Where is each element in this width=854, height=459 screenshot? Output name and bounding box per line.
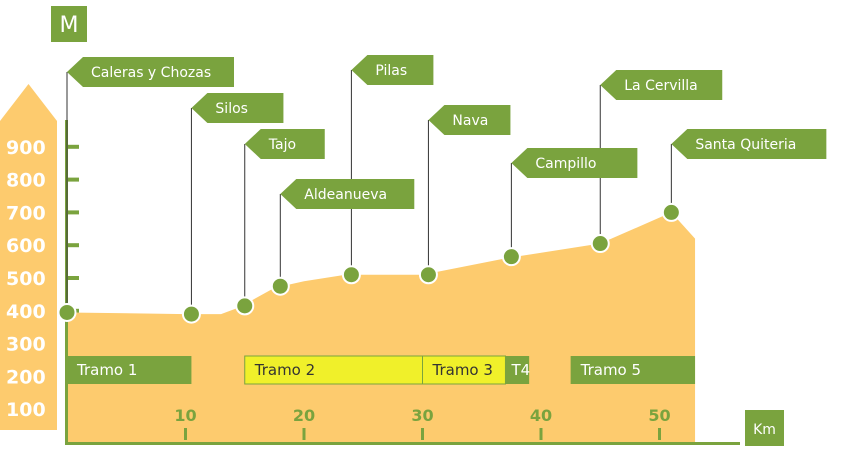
y-tick-label-500: 500 [6, 268, 46, 290]
location-callout-7 [511, 148, 638, 178]
y-unit-box: M [51, 6, 87, 42]
segment-bar-2 [244, 355, 423, 385]
y-axis-arrow [0, 84, 57, 430]
location-callout-3 [244, 129, 325, 159]
segment-label-3: Tramo 3 [432, 361, 493, 379]
location-label-8: La Cervilla [624, 78, 698, 94]
y-unit-label: M [60, 13, 79, 38]
location-point-9 [661, 202, 681, 222]
y-unit-box-bg [51, 6, 87, 42]
x-tick-label-30: 30 [411, 406, 433, 425]
y-tick-label-700: 700 [6, 202, 46, 224]
location-callout-1 [67, 57, 234, 87]
y-tick-mark-600 [65, 243, 79, 248]
location-callout-6 [428, 105, 511, 135]
x-tick-label-40: 40 [530, 406, 552, 425]
x-tick-label-20: 20 [293, 406, 315, 425]
location-label-2: Silos [215, 101, 248, 117]
location-label-5: Pilas [375, 63, 407, 79]
location-callout-9 [671, 129, 827, 159]
y-tick-label-400: 400 [6, 301, 46, 323]
y-tick-mark-700 [65, 210, 79, 215]
y-axis: 100 200 300 400 500 600 700 800 900 [0, 84, 79, 430]
points-layer [57, 202, 681, 324]
x-unit-box-bg [745, 410, 784, 446]
location-callout-2 [191, 93, 284, 123]
x-tick-mark-20 [302, 428, 306, 440]
x-unit-box: Km [745, 410, 784, 446]
y-tick-label-100: 100 [6, 399, 46, 421]
y-tick-mark-500 [65, 276, 79, 280]
location-point-1 [57, 302, 77, 322]
segment-bar-1 [67, 356, 192, 384]
location-point-6 [418, 265, 438, 285]
x-tick-label-50: 50 [648, 406, 670, 425]
y-tick-mark-800 [65, 177, 79, 182]
segment-label-5: Tramo 5 [580, 361, 641, 379]
segment-label-1: Tramo 1 [76, 361, 137, 379]
location-callout-5 [351, 55, 434, 85]
y-tick-mark-900 [65, 144, 79, 149]
location-callout-8 [600, 70, 723, 100]
segment-bar-4 [505, 356, 530, 384]
y-tick-label-300: 300 [6, 334, 46, 356]
location-label-7: Campillo [535, 156, 596, 172]
x-tick-mark-40 [539, 428, 543, 440]
x-tick-mark-30 [421, 428, 424, 440]
x-axis-line [65, 442, 740, 445]
segment-bar-3 [422, 355, 506, 385]
location-point-5 [341, 265, 361, 285]
location-label-9: Santa Quiteria [695, 137, 796, 153]
y-tick-label-900: 900 [6, 137, 46, 159]
x-tick-mark-10 [184, 428, 187, 440]
location-label-1: Caleras y Chozas [91, 65, 211, 81]
y-tick-label-200: 200 [6, 366, 46, 388]
location-label-4: Aldeanueva [304, 187, 387, 203]
x-unit-label: Km [753, 422, 776, 438]
location-label-6: Nava [452, 113, 488, 129]
x-tick-mark-50 [658, 428, 661, 440]
location-point-3 [235, 296, 255, 316]
segments-layer: Tramo 1 Tramo 2 Tramo 3 T4 Tramo 5 [67, 355, 696, 385]
elevation-area [67, 212, 696, 442]
location-point-2 [181, 304, 201, 324]
location-point-8 [590, 234, 610, 254]
segment-label-4: T4 [510, 361, 530, 379]
segment-label-2: Tramo 2 [254, 361, 315, 379]
location-point-7 [501, 247, 521, 267]
y-tick-label-600: 600 [6, 235, 46, 257]
segment-bar-5 [570, 356, 696, 384]
y-tick-label-800: 800 [6, 170, 46, 192]
location-label-3: Tajo [268, 137, 296, 153]
area-layer [67, 212, 696, 442]
location-callout-4 [280, 179, 415, 209]
x-tick-label-10: 10 [174, 406, 196, 425]
location-point-4 [270, 276, 290, 296]
